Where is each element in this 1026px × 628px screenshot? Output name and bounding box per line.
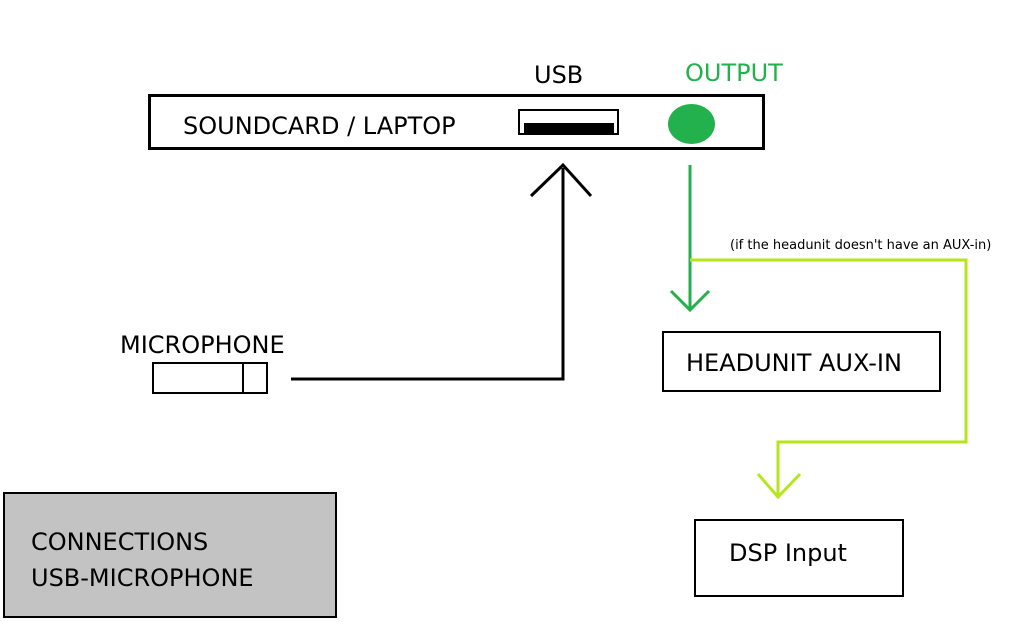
soundcard-label: SOUNDCARD / LAPTOP xyxy=(183,112,456,140)
usb-port xyxy=(518,109,619,135)
dsp-box: DSP Input xyxy=(694,519,904,597)
soundcard-box: SOUNDCARD / LAPTOP xyxy=(148,94,765,150)
headunit-arrowhead xyxy=(669,289,711,313)
headunit-box: HEADUNIT AUX-IN xyxy=(662,331,941,392)
usb-port-slot xyxy=(524,123,614,133)
caption-line-1: CONNECTIONS xyxy=(31,528,209,556)
output-jack xyxy=(668,104,715,144)
caption-box: CONNECTIONS USB-MICROPHONE xyxy=(3,492,337,618)
usb-label: USB xyxy=(534,61,584,89)
usb-arrowhead xyxy=(529,162,593,198)
alt-route-note: (if the headunit doesn't have an AUX-in) xyxy=(730,238,992,253)
dsp-arrowhead xyxy=(756,472,802,500)
microphone-label: MICROPHONE xyxy=(120,331,285,359)
output-label: OUTPUT xyxy=(685,59,783,87)
alt-route-to-dsp-wire xyxy=(690,258,968,497)
microphone-icon xyxy=(152,362,268,394)
microphone-cap xyxy=(242,362,244,394)
dsp-label: DSP Input xyxy=(729,539,847,567)
mic-to-usb-wire xyxy=(291,168,565,381)
headunit-label: HEADUNIT AUX-IN xyxy=(686,349,902,377)
caption-line-2: USB-MICROPHONE xyxy=(31,564,254,592)
